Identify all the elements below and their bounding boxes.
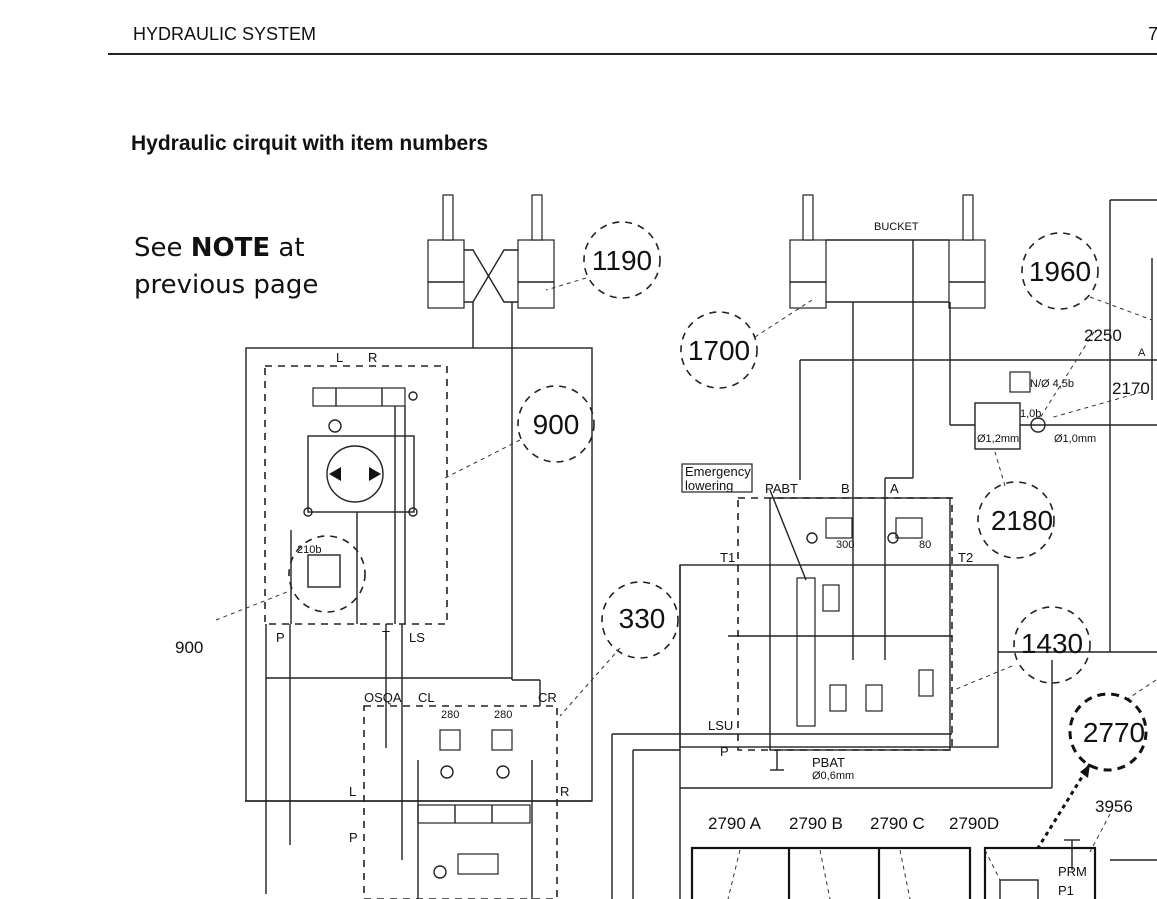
orifice-12-label: Ø1,2mm [977, 433, 1019, 445]
page-title: Hydraulic cirquit with item numbers [131, 132, 489, 155]
page-number: 7 [1148, 24, 1157, 44]
callout-330-label: 330 [619, 603, 666, 634]
callout-1700: 1700 [680, 311, 758, 389]
port-T2-valve: T2 [958, 550, 973, 565]
port-P1b: P1 [1058, 883, 1074, 898]
callout-1960-label: 1960 [1029, 256, 1091, 287]
item-number-labels: 900 2250 2170 3956 2790 A 2790 B 2790 C … [175, 326, 1150, 833]
callout-900: 900 [517, 385, 595, 463]
emergency-lowering-label: Emergency lowering [681, 463, 753, 493]
relief-280b-label: 280 [494, 709, 512, 721]
osqa-valve-block [245, 705, 592, 899]
port-P2: P [349, 830, 358, 845]
port-T1: T [382, 628, 390, 643]
relief-45b-label: N/Ø 4,5b [1030, 378, 1074, 390]
steering-unit [245, 347, 593, 802]
port-T1-valve: T1 [720, 550, 735, 565]
item-3956-label: 3956 [1095, 797, 1133, 816]
see-note-text: See NOTE at previous page [134, 230, 318, 304]
callout-1190-label: 1190 [592, 245, 652, 276]
callout-2180-label: 2180 [991, 505, 1053, 536]
section-header: HYDRAULIC SYSTEM [133, 24, 317, 44]
steering-cylinders [427, 194, 555, 680]
port-CR: CR [538, 690, 557, 705]
port-PBAT: PBAT [812, 755, 845, 770]
callout-330: 330 [601, 581, 679, 659]
note-prefix: See [134, 233, 191, 263]
check-10b-label: 1,0b [1020, 408, 1041, 420]
port-R1: R [368, 350, 377, 365]
port-B: B [841, 481, 850, 496]
callout-1960: 1960 [1021, 232, 1099, 310]
bucket-label: BUCKET [874, 221, 919, 233]
item-900-label: 900 [175, 638, 203, 657]
port-R2: R [560, 784, 569, 799]
item-2790a-label: 2790 A [708, 814, 762, 833]
main-control-valve [611, 489, 1157, 899]
port-P1: P [276, 630, 285, 645]
callout-1430-label: 1430 [1021, 628, 1083, 659]
port-A: A [890, 481, 899, 496]
port-LSU: LSU [708, 718, 733, 733]
emergency-line1: Emergency [685, 464, 751, 479]
note-line2: previous page [134, 270, 319, 300]
item-2790c-label: 2790 C [870, 814, 925, 833]
orifice-06-label: Ø0,6mm [812, 770, 854, 782]
port-L2: L [349, 784, 356, 799]
bucket-cylinders [789, 194, 1157, 660]
note-suffix: at [270, 233, 305, 263]
port-PABT: PABT [765, 481, 798, 496]
callout-2180: 2180 [977, 481, 1055, 559]
port-CL: CL [418, 690, 435, 705]
callout-2770-label: 2770 [1083, 717, 1145, 748]
port-L1: L [336, 350, 343, 365]
relief-300-label: 300 [836, 539, 854, 551]
orifice-10-label: Ø1,0mm [1054, 433, 1096, 445]
relief-80-label: 80 [919, 539, 931, 551]
orifice-block [974, 199, 1157, 861]
item-2170-label: 2170 [1112, 379, 1150, 398]
relief-280a-label: 280 [441, 709, 459, 721]
relief-210b-label: 210b [297, 544, 321, 556]
callout-1700-label: 1700 [688, 335, 750, 366]
callout-2770: 2770 [1068, 692, 1148, 772]
callout-1430: 1430 [1013, 606, 1091, 684]
item-2790b-label: 2790 B [789, 814, 843, 833]
port-OSQA: OSQA [364, 690, 402, 705]
item-2790d-label: 2790D [949, 814, 999, 833]
note-bold: NOTE [190, 233, 271, 263]
port-P-valve: P [720, 744, 729, 759]
header-rule [108, 53, 1157, 55]
item-2250-label: 2250 [1084, 326, 1122, 345]
callout-900-label: 900 [533, 409, 580, 440]
port-A2: A [1138, 347, 1146, 359]
emergency-line2: lowering [685, 478, 733, 493]
leader-lines [215, 277, 1157, 899]
callout-1190: 1190 [583, 221, 661, 299]
port-LS: LS [409, 630, 425, 645]
port-labels: L R P T LS OSQA CL CR L R P BUCKET PABT … [276, 221, 1146, 898]
port-PRM: PRM [1058, 864, 1087, 879]
steering-lines [265, 624, 541, 894]
valve-bank-2790 [690, 839, 1097, 899]
